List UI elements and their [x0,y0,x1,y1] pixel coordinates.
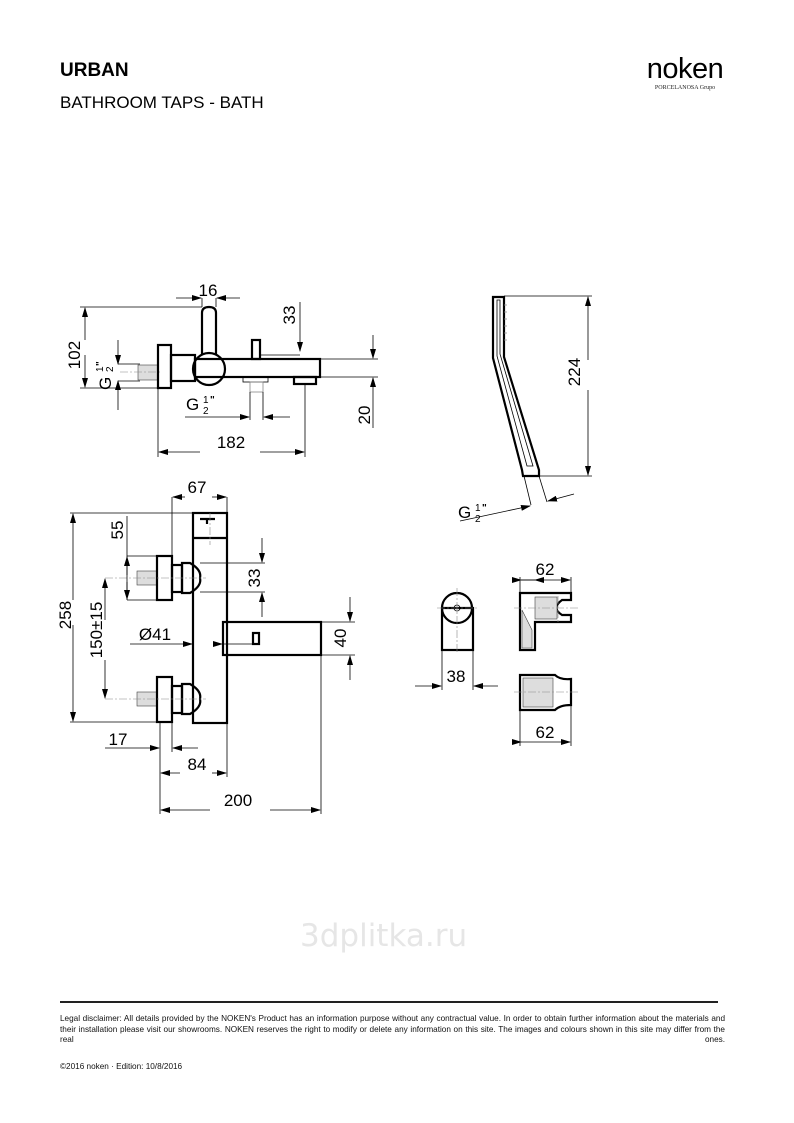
thread-inch: " [95,361,106,366]
dim-17: 17 [109,730,128,749]
thread-g: G [96,377,115,390]
dim-16: 16 [199,281,218,300]
front-view-drawing: 67 258 55 33 150±15 Ø41 40 17 84 200 [56,478,355,814]
thread-den: 2 [475,514,481,525]
dim-200: 200 [224,791,252,810]
dim-38: 38 [447,667,466,686]
dim-33: 33 [280,306,299,325]
thread-num: 1 [475,503,481,514]
thread-den: 2 [203,406,209,417]
thread-inch: " [482,503,487,514]
dim-62-bottom: 62 [536,723,555,742]
hand-shower-drawing: 224 G 1 2 " [458,295,592,525]
dim-102: 102 [65,341,84,369]
dim-182: 182 [217,433,245,452]
legal-disclaimer: Legal disclaimer: All details provided b… [60,1014,725,1045]
noken-logo: noken PORCELANOSA Grupo [640,53,730,92]
dim-55: 55 [108,521,127,540]
thread-label-shower: G 1 2 " [458,503,487,525]
dim-62-top: 62 [536,560,555,579]
dim-20: 20 [355,406,374,425]
thread-label-bottom: G 1 2 " [186,395,215,417]
product-title: URBAN [60,60,129,81]
dim-33: 33 [245,569,264,588]
footer-divider [60,1001,718,1003]
dim-diameter-41: Ø41 [139,625,171,644]
side-view-drawing: 16 102 33 20 182 G 1 2 " G 1 2 " [65,281,378,457]
product-category: BATHROOM TAPS - BATH [60,93,264,112]
thread-g: G [458,503,471,522]
thread-den: 2 [105,366,116,372]
dim-258: 258 [56,601,75,629]
dim-67: 67 [188,478,207,497]
edition-info: ©2016 noken · Edition: 10/8/2016 [60,1062,183,1071]
logo-tagline: PORCELANOSA Grupo [654,85,716,91]
watermark: 3dplitka.ru [300,918,468,954]
thread-g: G [186,395,199,414]
holder-drawing: 38 62 62 [415,560,578,746]
dim-84: 84 [188,755,207,774]
logo-word: noken [646,53,724,85]
thread-num: 1 [203,395,209,406]
thread-num: 1 [95,366,106,372]
dim-40: 40 [331,629,350,648]
thread-label-left: G 1 2 " [95,361,116,390]
dim-224: 224 [565,358,584,386]
dim-150: 150±15 [87,602,106,659]
thread-inch: " [210,395,215,406]
